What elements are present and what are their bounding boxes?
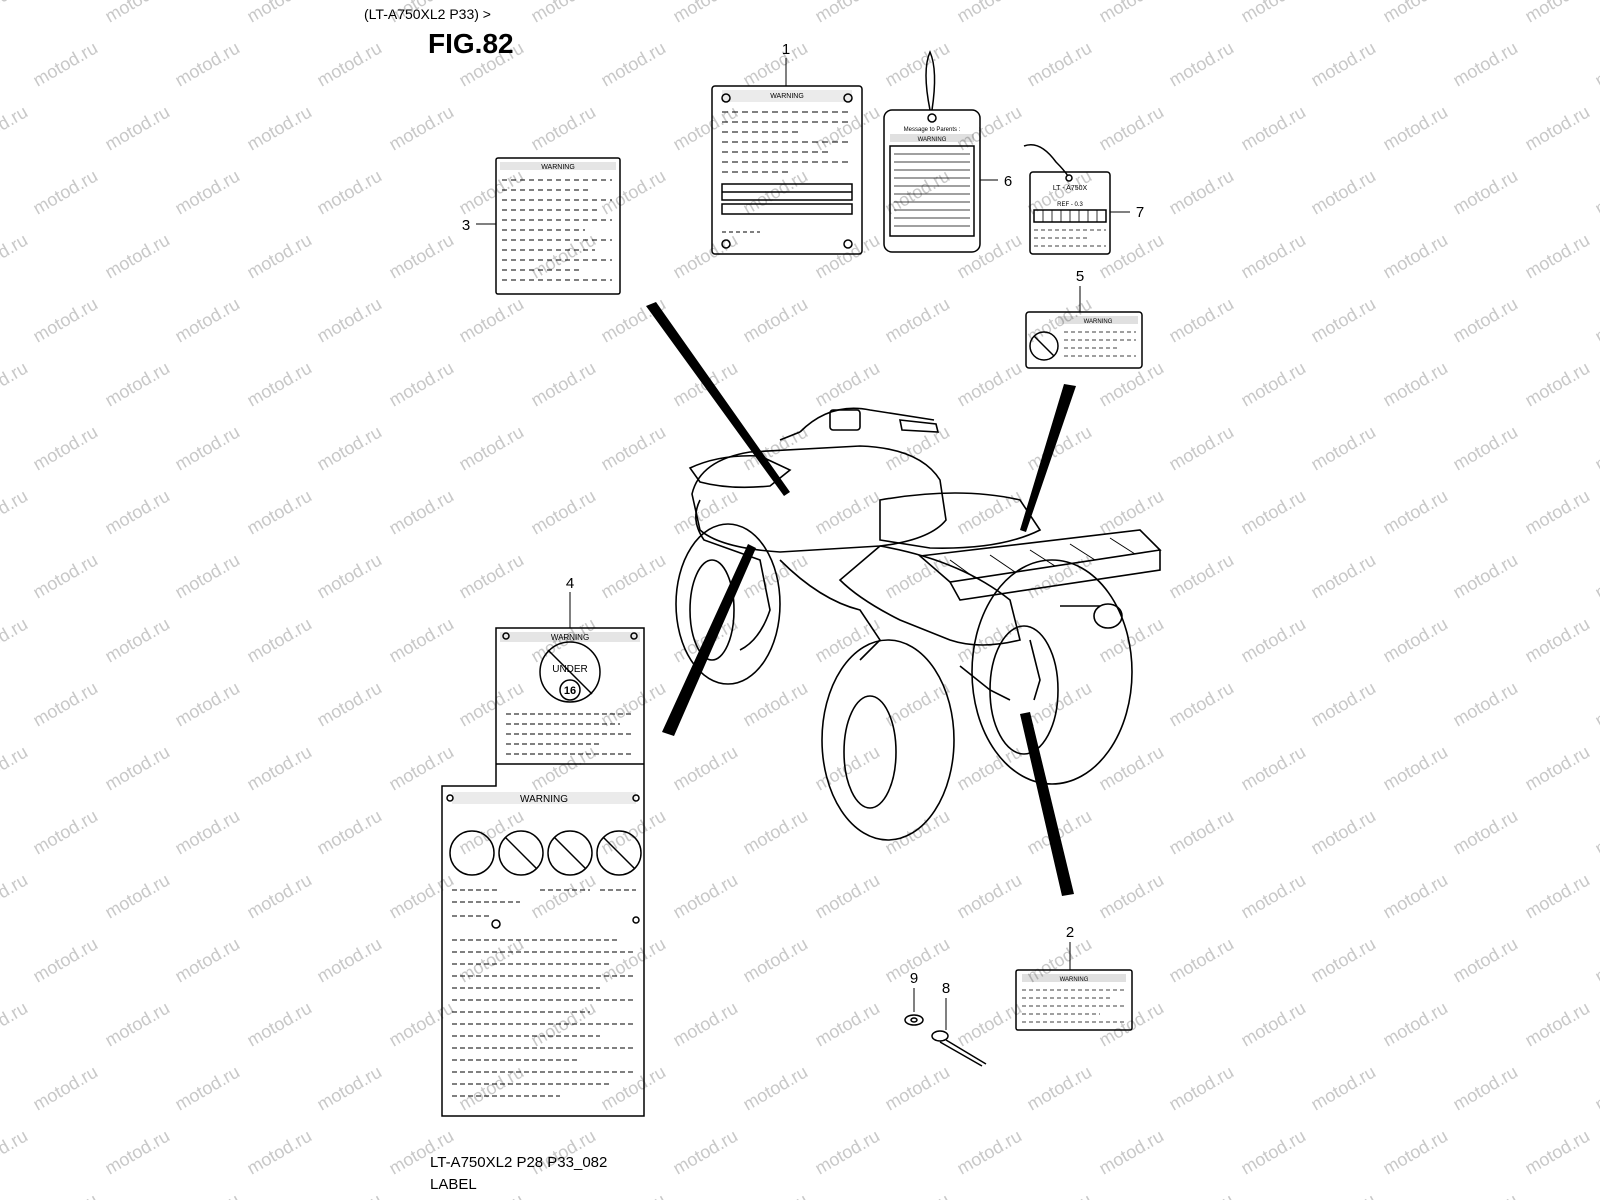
label-6-hang-tag: Message to Parents : WARNING (883, 50, 981, 253)
callout-5: 5 (1076, 268, 1084, 285)
label-5-warning-decal: WARNING (1025, 311, 1143, 369)
atv-illustration (675, 407, 1162, 841)
callout-2: 2 (1066, 924, 1074, 941)
part-8-rivet (931, 1030, 987, 1067)
callout-8: 8 (942, 980, 950, 997)
label-4-under-text: UNDER (552, 664, 588, 675)
label-1-warning-text: WARNING (770, 93, 804, 100)
callout-9: 9 (910, 970, 918, 987)
label-5-warning-text: WARNING (1084, 319, 1113, 325)
label-4-warning-text-main: WARNING (520, 794, 568, 805)
label-4-warning-placard: WARNING UNDER 16 WARNING (441, 627, 645, 1117)
label-2-warning-text: WARNING (1060, 977, 1089, 983)
model-reference: (LT-A750XL2 P33) > (364, 6, 491, 22)
part-9-washer (904, 1014, 924, 1026)
label-4-age-text: 16 (564, 685, 576, 697)
label-4-warning-text-top: WARNING (551, 633, 589, 642)
label-6-heading: Message to Parents : (904, 127, 961, 133)
label-3-warning-text: WARNING (541, 164, 575, 171)
section-name: LABEL (430, 1176, 477, 1193)
callout-1: 1 (782, 41, 790, 58)
label-7-ref-text: REF - 0.3 (1057, 202, 1083, 208)
callout-3: 3 (462, 217, 470, 234)
callout-numbers: 1 2 3 4 5 6 7 8 9 (462, 41, 1144, 997)
label-7-model-tag: LT - A750X REF - 0.3 (1023, 144, 1111, 255)
figure-title: FIG.82 (428, 28, 514, 59)
leader-lines (646, 302, 1076, 896)
drawing-code: LT-A750XL2 P28 P33_082 (430, 1154, 608, 1171)
label-3-warning-sheet: WARNING (495, 157, 621, 295)
callout-4: 4 (566, 575, 574, 592)
callout-6: 6 (1004, 173, 1012, 190)
label-1-warning-sheet: WARNING (711, 85, 863, 255)
label-6-warning-text: WARNING (918, 137, 947, 143)
callout-7: 7 (1136, 204, 1144, 221)
label-2-warning-decal: WARNING (1015, 969, 1133, 1031)
label-7-model-text: LT - A750X (1053, 185, 1088, 192)
